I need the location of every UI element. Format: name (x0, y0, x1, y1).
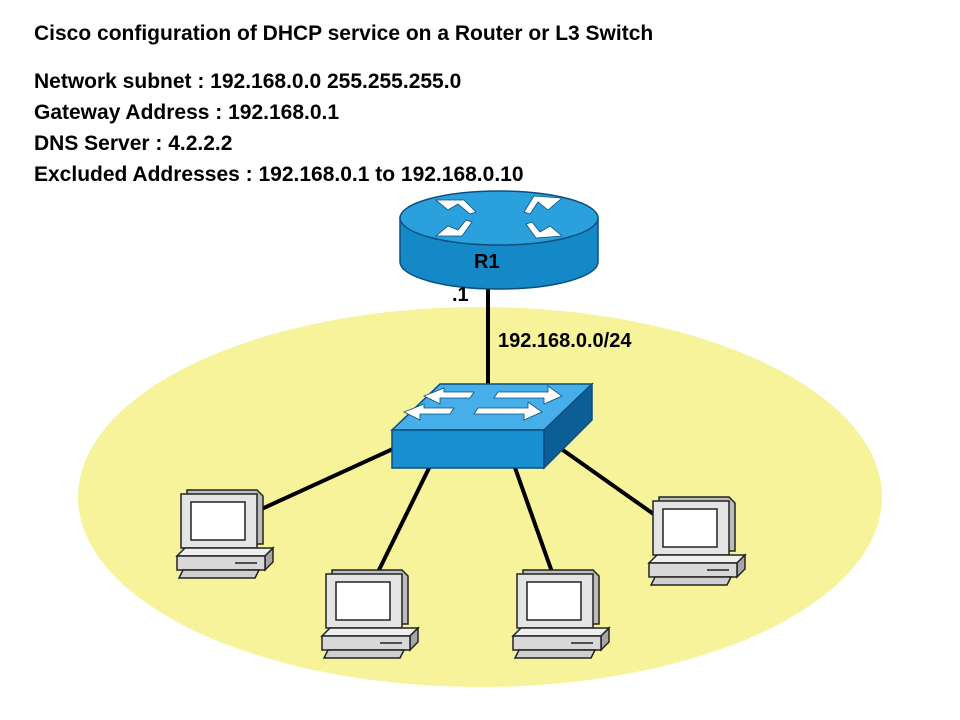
switch-pc4-link (558, 446, 664, 522)
router-label: R1 (474, 251, 500, 273)
switch-icon[interactable] (390, 382, 594, 470)
config-info: Network subnet : 192.168.0.0 255.255.255… (34, 66, 524, 190)
pc-icon[interactable] (176, 489, 274, 579)
pc-icon[interactable] (321, 569, 419, 659)
diagram-title: Cisco configuration of DHCP service on a… (34, 22, 654, 45)
router-interface-label: .1 (452, 284, 469, 306)
gateway-address-text: Gateway Address : 192.168.0.1 (34, 101, 340, 124)
router-icon[interactable] (399, 190, 599, 290)
network-links (253, 280, 664, 574)
network-label: 192.168.0.0/24 (498, 330, 632, 352)
network-subnet-text: Network subnet : 192.168.0.0 255.255.255… (34, 70, 462, 93)
dns-server-text: DNS Server : 4.2.2.2 (34, 132, 233, 155)
pc-icon[interactable] (512, 569, 610, 659)
switch-pc3-link (511, 460, 554, 574)
switch-pc2-link (376, 460, 434, 574)
pc-icon[interactable] (648, 496, 746, 586)
lan-area (78, 307, 882, 687)
switch-pc1-link (253, 446, 397, 514)
excluded-addresses-text: Excluded Addresses : 192.168.0.1 to 192.… (34, 163, 524, 186)
